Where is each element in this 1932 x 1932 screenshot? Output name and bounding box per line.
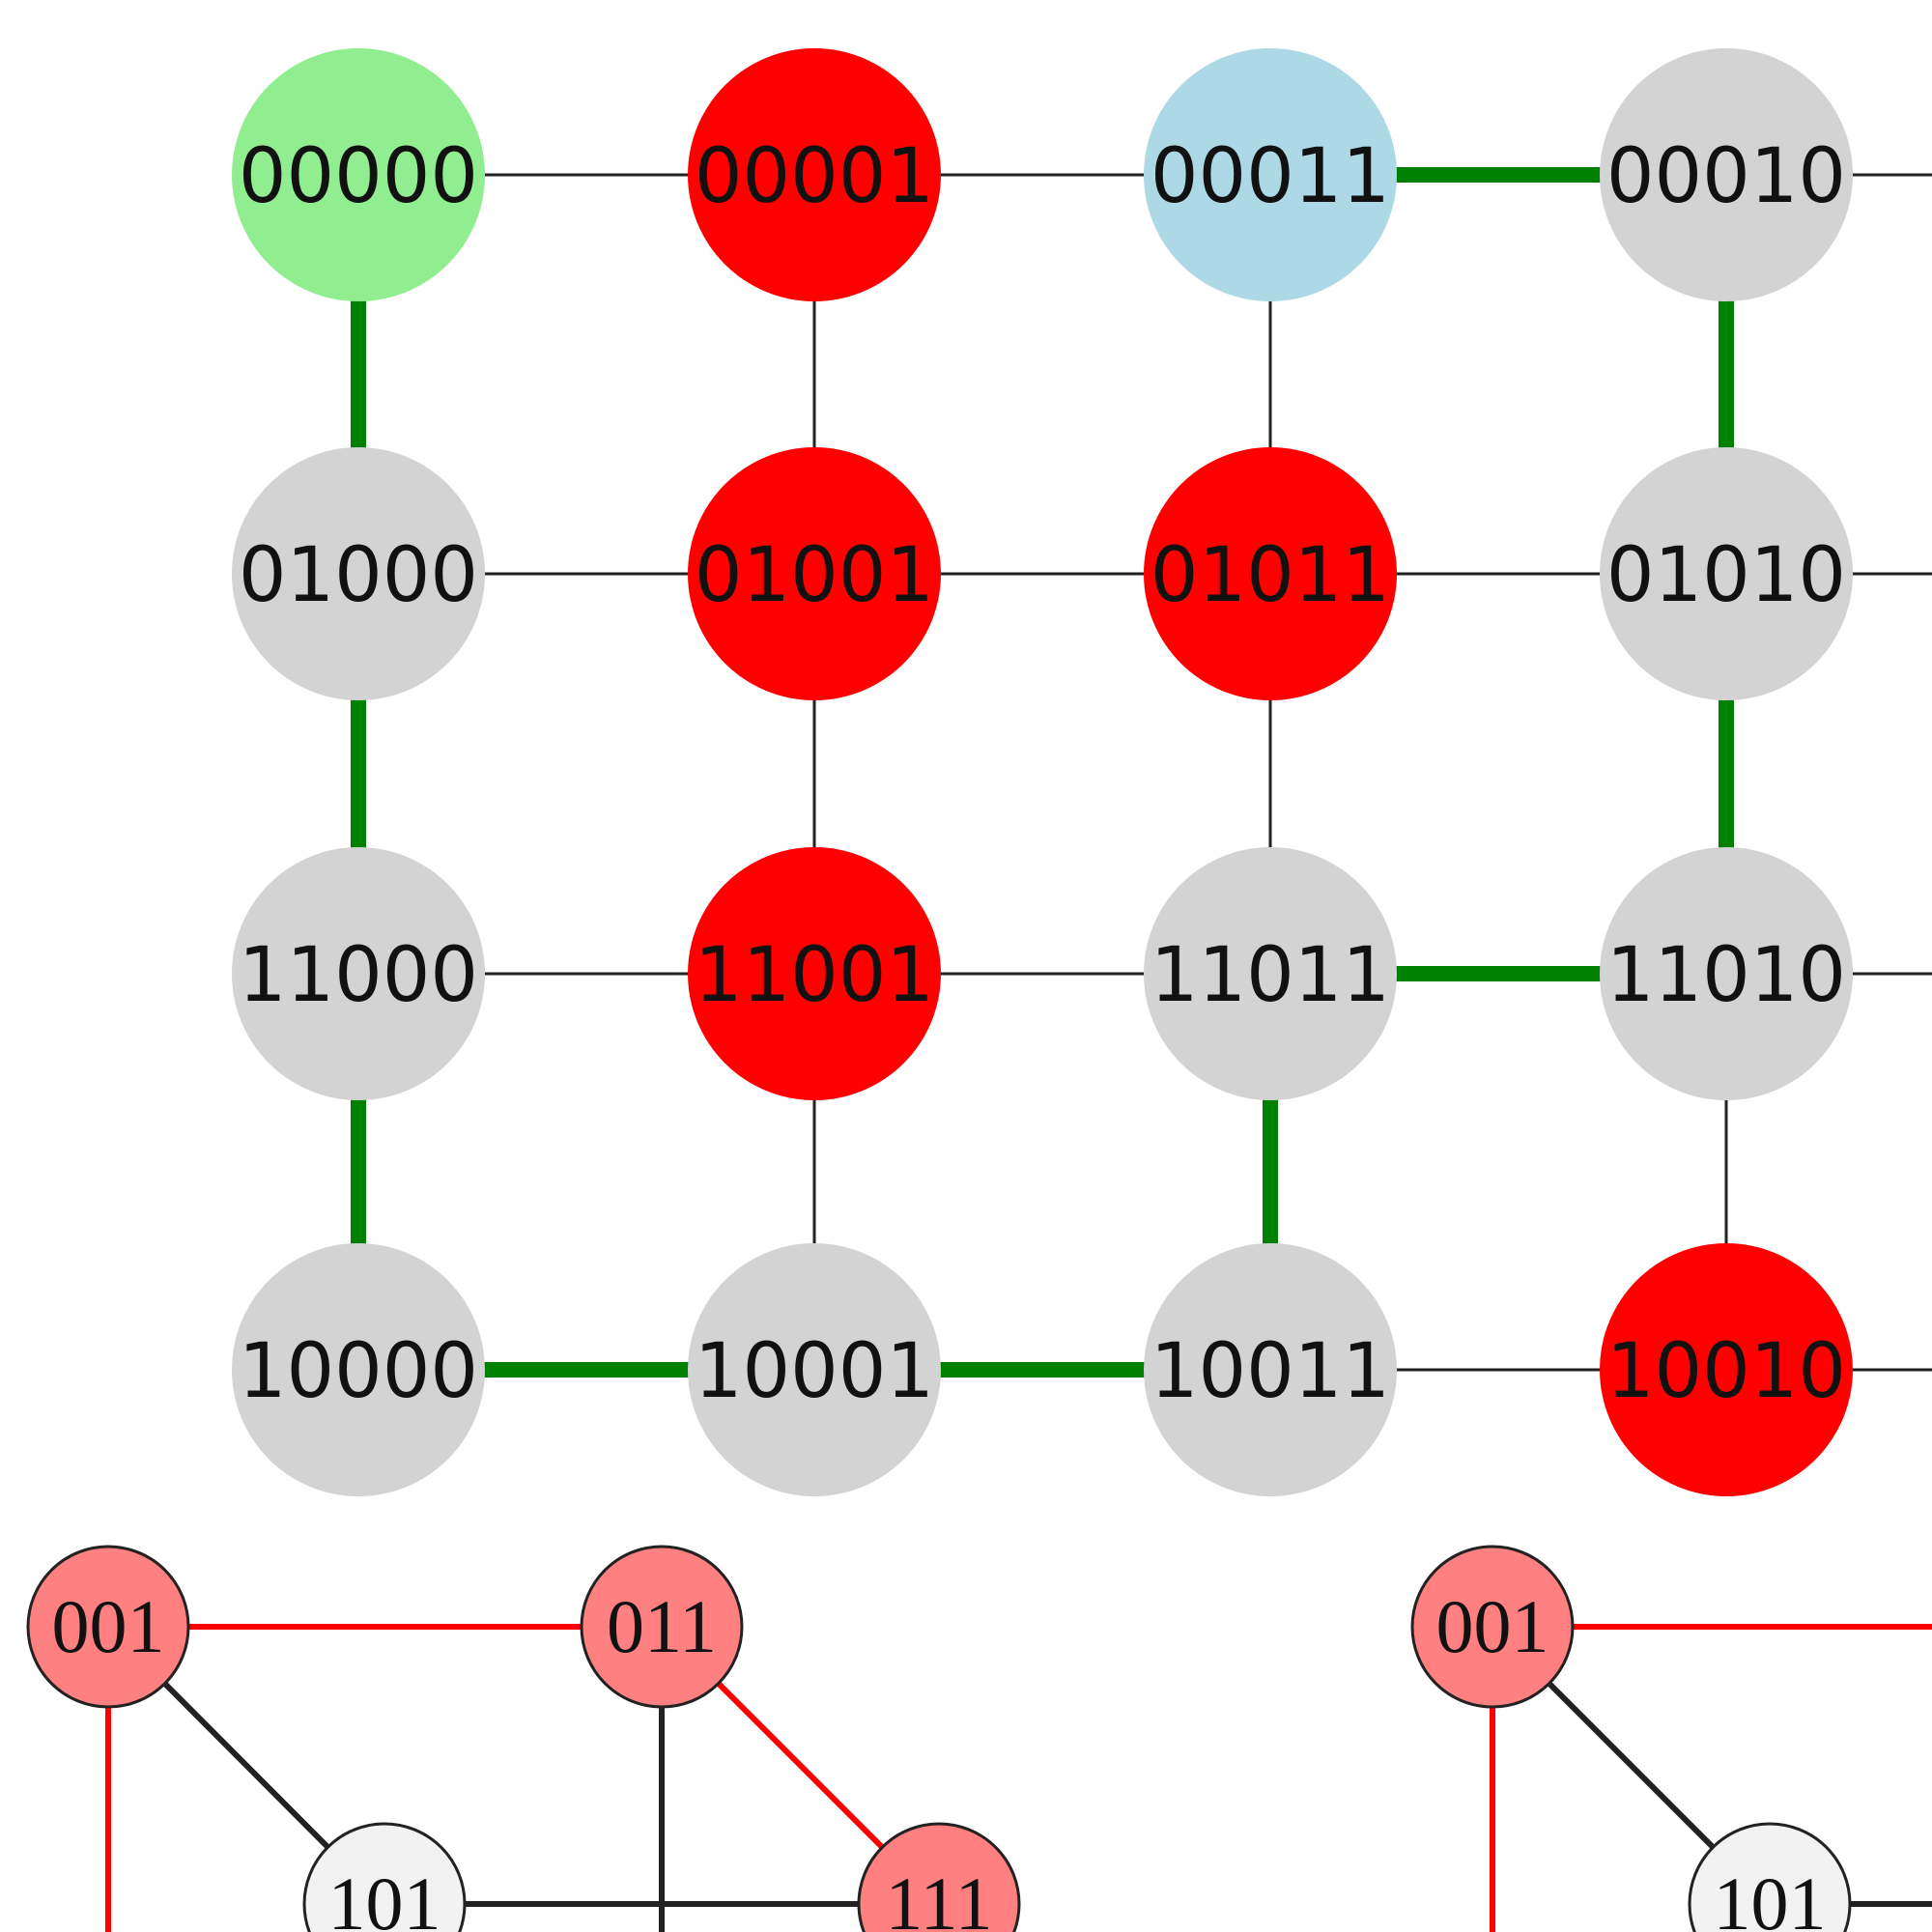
node-label: 00000 xyxy=(239,133,478,220)
node-label: 00001 xyxy=(695,133,934,220)
small-node-101: 101 xyxy=(1688,1822,1852,1932)
grid-node-11011: 11011 xyxy=(1144,847,1397,1100)
node-circle xyxy=(688,48,941,301)
grid-node-10010: 10010 xyxy=(1600,1243,1853,1496)
grid-node-00011: 00011 xyxy=(1144,48,1397,301)
grid-node-01011: 01011 xyxy=(1144,447,1397,700)
grid-node-10011: 10011 xyxy=(1144,1243,1397,1496)
grid-node-00010: 00010 xyxy=(1600,48,1853,301)
node-label: 01011 xyxy=(1151,532,1390,619)
node-circle xyxy=(232,48,485,301)
node-label: 11000 xyxy=(239,932,478,1019)
nodes-layer: 00000 00001 00011 00010 01000 01001 01011 01010… xyxy=(26,48,1853,1932)
grid-node-10001: 10001 xyxy=(688,1243,941,1496)
node-label: 00010 xyxy=(1606,133,1846,220)
node-circle xyxy=(302,1822,467,1932)
node-circle xyxy=(232,447,485,700)
node-label: 10011 xyxy=(1151,1328,1390,1415)
grid-node-10000: 10000 xyxy=(232,1243,485,1496)
node-label: 11010 xyxy=(1606,932,1846,1019)
node-label: 001 xyxy=(1436,1584,1549,1668)
node-circle xyxy=(580,1545,744,1709)
node-label: 00011 xyxy=(1151,133,1390,220)
node-circle xyxy=(1600,48,1853,301)
node-circle xyxy=(857,1822,1021,1932)
node-circle xyxy=(232,847,485,1100)
node-circle xyxy=(1144,847,1397,1100)
grid-node-11000: 11000 xyxy=(232,847,485,1100)
grid-node-01001: 01001 xyxy=(688,447,941,700)
node-label: 111 xyxy=(885,1861,992,1932)
node-circle xyxy=(232,1243,485,1496)
node-circle xyxy=(1600,1243,1853,1496)
node-label: 11011 xyxy=(1151,932,1390,1019)
node-label: 11001 xyxy=(695,932,934,1019)
node-circle xyxy=(1600,447,1853,700)
node-circle xyxy=(1144,1243,1397,1496)
grid-node-00000: 00000 xyxy=(232,48,485,301)
small-node-111: 111 xyxy=(857,1822,1021,1932)
node-label: 10000 xyxy=(239,1328,478,1415)
node-circle xyxy=(1688,1822,1852,1932)
small-node-001: 001 xyxy=(26,1545,190,1709)
grid-node-01000: 01000 xyxy=(232,447,485,700)
node-label: 001 xyxy=(52,1584,165,1668)
node-label: 10010 xyxy=(1606,1328,1846,1415)
node-label: 01001 xyxy=(695,532,934,619)
grid-node-11001: 11001 xyxy=(688,847,941,1100)
small-node-001: 001 xyxy=(1410,1545,1575,1709)
node-label: 10001 xyxy=(695,1328,934,1415)
node-circle xyxy=(688,847,941,1100)
node-circle xyxy=(688,447,941,700)
node-circle xyxy=(1600,847,1853,1100)
node-label: 101 xyxy=(328,1861,441,1932)
node-label: 011 xyxy=(607,1584,717,1668)
node-label: 01010 xyxy=(1606,532,1846,619)
node-label: 01000 xyxy=(239,532,478,619)
node-label: 101 xyxy=(1714,1861,1827,1932)
grid-node-11010: 11010 xyxy=(1600,847,1853,1100)
node-circle xyxy=(26,1545,190,1709)
grid-node-01010: 01010 xyxy=(1600,447,1853,700)
small-node-011: 011 xyxy=(580,1545,744,1709)
small-node-101: 101 xyxy=(302,1822,467,1932)
node-circle xyxy=(1144,48,1397,301)
grid-node-00001: 00001 xyxy=(688,48,941,301)
small-graph-1 xyxy=(105,1624,942,1932)
node-circle xyxy=(1410,1545,1575,1709)
node-circle xyxy=(1144,447,1397,700)
node-circle xyxy=(688,1243,941,1496)
